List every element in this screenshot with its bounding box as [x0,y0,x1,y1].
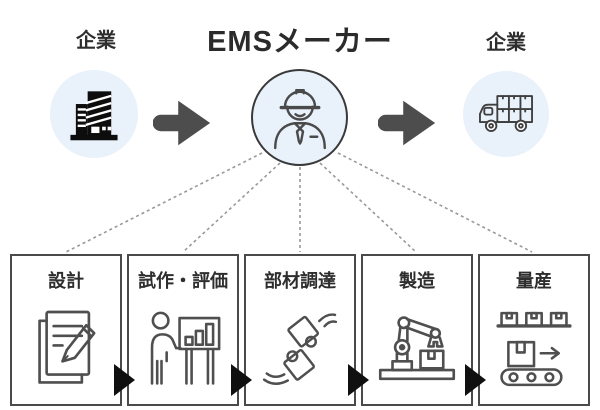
right-company-circle [463,71,549,157]
delivery-truck-icon [479,95,533,132]
step-label: 設計 [48,271,84,291]
arrow-right-icon [378,100,436,146]
step-label: 試作・評価 [138,271,228,291]
step-label: 量産 [516,271,552,291]
left-company-label: 企業 [76,30,116,52]
document-pencil-icon [38,310,96,384]
puzzle-pieces-icon [262,312,338,385]
step-box-prototype-evaluation: 試作・評価 [127,254,239,406]
step-arrow-icon [231,364,252,396]
engineer-worker-icon [273,88,326,149]
office-building-icon [70,91,118,141]
step-box-parts-procurement: 部材調達 [244,254,356,406]
presentation-chart-icon [150,311,221,385]
step-box-mass-production: 量産 [478,254,590,406]
robot-arm-icon [378,315,456,380]
step-arrow-icon [114,364,135,396]
arrow-right-icon [153,100,211,146]
conveyor-belt-icon [496,311,572,386]
step-box-manufacturing: 製造 [361,254,473,406]
diagram-title: EMSメーカー [207,26,393,58]
step-label: 部材調達 [264,271,336,291]
ems-maker-circle [251,69,348,166]
step-arrow-icon [348,364,369,396]
step-label: 製造 [399,271,435,291]
step-box-design: 設計 [10,254,122,406]
left-company-circle [50,70,138,158]
right-company-label: 企業 [486,32,526,54]
step-arrow-icon [465,364,486,396]
